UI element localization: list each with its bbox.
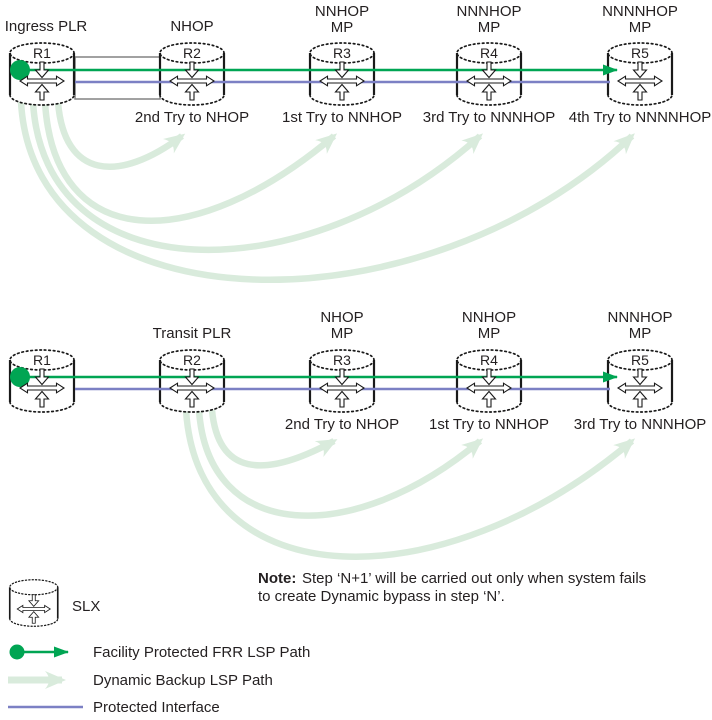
note-line2: to create Dynamic bypass in step ‘N’. [258, 588, 505, 605]
try-step-label: 1st Try to NNHOP [429, 416, 549, 433]
router-id: R1 [33, 45, 51, 61]
legend-device-label: SLX [72, 598, 100, 615]
dynamic-backup-arc-to-nnhop [41, 101, 338, 224]
try-step-label: 3rd Try to NNNHOP [423, 109, 556, 126]
router-role-label: NHOP [320, 309, 363, 326]
router-role-label: NNNHOP [456, 3, 521, 20]
ingress-plr-diagram: R1 R2 R3 R4 R5 Ingress PLR NHOP NNHOP MP… [5, 3, 712, 284]
lsp-head-dot [10, 367, 30, 387]
router-role-label: NHOP [170, 18, 213, 35]
router-id: R5 [631, 352, 649, 368]
router-role-label: NNNHOP [607, 309, 672, 326]
router-id: R3 [333, 352, 351, 368]
note-block: Note: Step ‘N+1’ will be carried out onl… [258, 570, 646, 605]
router-id: R5 [631, 45, 649, 61]
router-role-label: NNHOP [315, 3, 369, 20]
dynamic-backup-arc-to-nnhop [195, 409, 484, 519]
dynamic-backup-arc-to-nnnhop [29, 101, 483, 254]
router-role-label: MP [629, 19, 652, 36]
router-role-label: NNHOP [462, 309, 516, 326]
lsp-head-dot [10, 60, 30, 80]
note-prefix: Note: [258, 570, 296, 587]
router-id: R2 [183, 352, 201, 368]
router-id: R4 [480, 45, 498, 61]
try-step-label: 3rd Try to NNNHOP [574, 416, 707, 433]
router-role-label: MP [629, 325, 652, 342]
dynamic-backup-arc-to-nhop [54, 101, 186, 170]
dynamic-backup-arc-to-nnnhop [182, 409, 636, 560]
router-role-label: Ingress PLR [5, 18, 88, 35]
router-id: R4 [480, 352, 498, 368]
dynamic-backup-arc-to-nnnnhop [17, 101, 635, 284]
try-step-label: 2nd Try to NHOP [135, 109, 249, 126]
slx-device-icon [8, 578, 59, 628]
try-step-label: 4th Try to NNNNHOP [569, 109, 712, 126]
legend-item-label: Facility Protected FRR LSP Path [93, 644, 310, 661]
router-role-label: Transit PLR [153, 325, 232, 342]
router-role-label: MP [331, 19, 354, 36]
legend-item-label: Protected Interface [93, 699, 220, 716]
router-role-label: MP [478, 19, 501, 36]
router-role-label: MP [478, 325, 501, 342]
legend: SLX Facility Protected FRR LSP Path Dyna… [8, 578, 310, 716]
router-id: R3 [333, 45, 351, 61]
router-role-label: NNNNHOP [602, 3, 678, 20]
try-step-label: 2nd Try to NHOP [285, 416, 399, 433]
try-step-label: 1st Try to NNHOP [282, 109, 402, 126]
router-id: R1 [33, 352, 51, 368]
protected-link-box [74, 56, 161, 100]
legend-item-label: Dynamic Backup LSP Path [93, 672, 273, 689]
legend-frr-dot [9, 644, 25, 660]
router-id: R2 [183, 45, 201, 61]
dynamic-backup-arc-to-nhop [208, 409, 338, 469]
router-role-label: MP [331, 325, 354, 342]
note-line1: Step ‘N+1’ will be carried out only when… [302, 570, 646, 587]
transit-plr-diagram: R1 R2 R3 R4 R5 Transit PLR NHOP MP NNHOP… [8, 309, 707, 560]
